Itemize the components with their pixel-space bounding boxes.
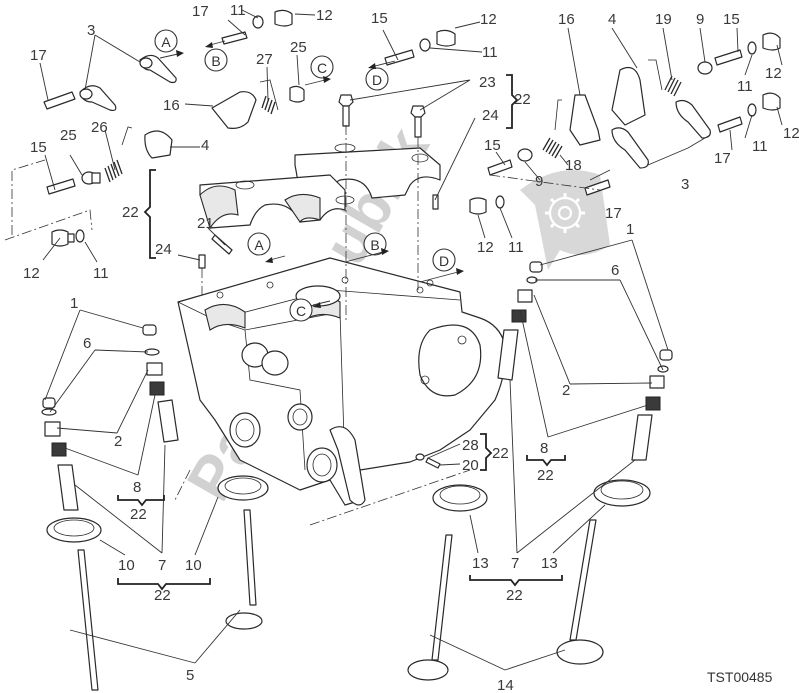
label-6: 6	[611, 262, 619, 279]
label-1: 1	[626, 221, 634, 238]
label-18: 18	[565, 157, 582, 174]
label-25: 25	[60, 127, 77, 144]
label-11f: 11	[508, 239, 524, 256]
dowel-pin-24-left	[198, 254, 206, 269]
rocker-assembly-left	[43, 54, 177, 247]
rocker-assembly-center	[211, 9, 456, 129]
label-12b: 12	[23, 265, 40, 282]
label-22-brace: 22	[122, 204, 139, 221]
drawing-code: TST00485	[707, 669, 773, 685]
stud-21	[211, 234, 233, 255]
label-9b: 9	[535, 173, 543, 190]
ref-marker-d-head: D	[419, 248, 464, 283]
label-24b: 24	[482, 107, 499, 124]
label-22-23-24: 22	[514, 91, 531, 108]
dowel-pin-24	[432, 194, 439, 210]
leader-lines	[39, 9, 783, 671]
label-23: 23	[479, 74, 496, 91]
label-4b: 4	[608, 11, 616, 28]
label-12: 12	[316, 7, 333, 24]
svg-text:A: A	[254, 237, 264, 253]
label-13b: 13	[541, 555, 558, 572]
label-2: 2	[562, 382, 570, 399]
label-16: 16	[163, 97, 180, 114]
svg-text:D: D	[439, 253, 449, 269]
label-22-13: 22	[506, 587, 523, 604]
ref-marker-c-head: C	[289, 298, 331, 322]
ref-marker-c-top: C	[304, 55, 334, 86]
label-1b: 1	[70, 295, 78, 312]
label-15: 15	[30, 139, 47, 156]
label-8: 8	[540, 440, 548, 457]
label-27: 27	[256, 51, 273, 68]
braces	[117, 74, 566, 591]
label-15b: 15	[371, 10, 388, 27]
svg-text:D: D	[372, 72, 382, 88]
label-6b: 6	[83, 335, 91, 352]
label-11e: 11	[752, 138, 768, 155]
rocker-assembly-right	[469, 32, 781, 215]
valve-train-right	[407, 261, 673, 681]
label-22-28-20: 22	[492, 445, 509, 462]
reference-markers: A B C D A B C	[154, 29, 464, 322]
label-12f: 12	[477, 239, 494, 256]
svg-text:B: B	[370, 237, 379, 253]
label-10: 10	[118, 557, 135, 574]
label-25b: 25	[290, 39, 307, 56]
label-17d: 17	[605, 205, 622, 222]
label-19: 19	[655, 11, 672, 28]
label-3: 3	[87, 22, 95, 39]
label-10b: 10	[185, 557, 202, 574]
part-labels: 17 3 15 25 26 4 17 11 12 27 25 16 22 21 …	[23, 2, 799, 693]
valve-train-left	[41, 324, 269, 691]
ref-marker-b-top: B	[204, 40, 228, 72]
label-8b: 8	[133, 479, 141, 496]
gear-icon	[545, 193, 585, 233]
ref-marker-d-top: D	[365, 60, 396, 91]
svg-text:C: C	[317, 60, 327, 76]
label-7: 7	[511, 555, 519, 572]
label-22-8l: 22	[130, 506, 147, 523]
label-12d: 12	[765, 65, 782, 82]
ref-marker-a-head: A	[247, 232, 286, 263]
axis-lines	[4, 125, 601, 526]
label-11c: 11	[482, 44, 498, 61]
label-12e: 12	[783, 125, 799, 142]
label-2b: 2	[114, 433, 122, 450]
ref-marker-a-top: A	[154, 29, 184, 59]
label-17: 17	[30, 47, 47, 64]
label-15c: 15	[723, 11, 740, 28]
ref-marker-b-head: B	[344, 232, 389, 263]
label-7b: 7	[158, 557, 166, 574]
label-4: 4	[201, 137, 209, 154]
label-3b: 3	[681, 176, 689, 193]
label-22-8r: 22	[537, 467, 554, 484]
label-5: 5	[186, 667, 194, 684]
label-22-10: 22	[154, 587, 171, 604]
label-11d: 11	[737, 78, 753, 95]
label-9: 9	[696, 11, 704, 28]
label-11: 11	[230, 2, 246, 19]
svg-text:A: A	[161, 34, 171, 50]
label-21: 21	[197, 215, 214, 232]
label-24: 24	[155, 241, 172, 258]
label-20: 20	[462, 457, 479, 474]
svg-text:B: B	[211, 53, 220, 69]
label-17b: 17	[192, 3, 209, 20]
label-12c: 12	[480, 11, 497, 28]
camshaft-caps	[199, 143, 441, 230]
label-14: 14	[497, 677, 514, 693]
label-13: 13	[472, 555, 489, 572]
label-28: 28	[462, 437, 479, 454]
svg-text:C: C	[296, 303, 306, 319]
label-15d: 15	[484, 137, 501, 154]
label-26: 26	[91, 119, 108, 136]
label-17c: 17	[714, 150, 731, 167]
label-16b: 16	[558, 11, 575, 28]
label-11b: 11	[93, 265, 109, 282]
